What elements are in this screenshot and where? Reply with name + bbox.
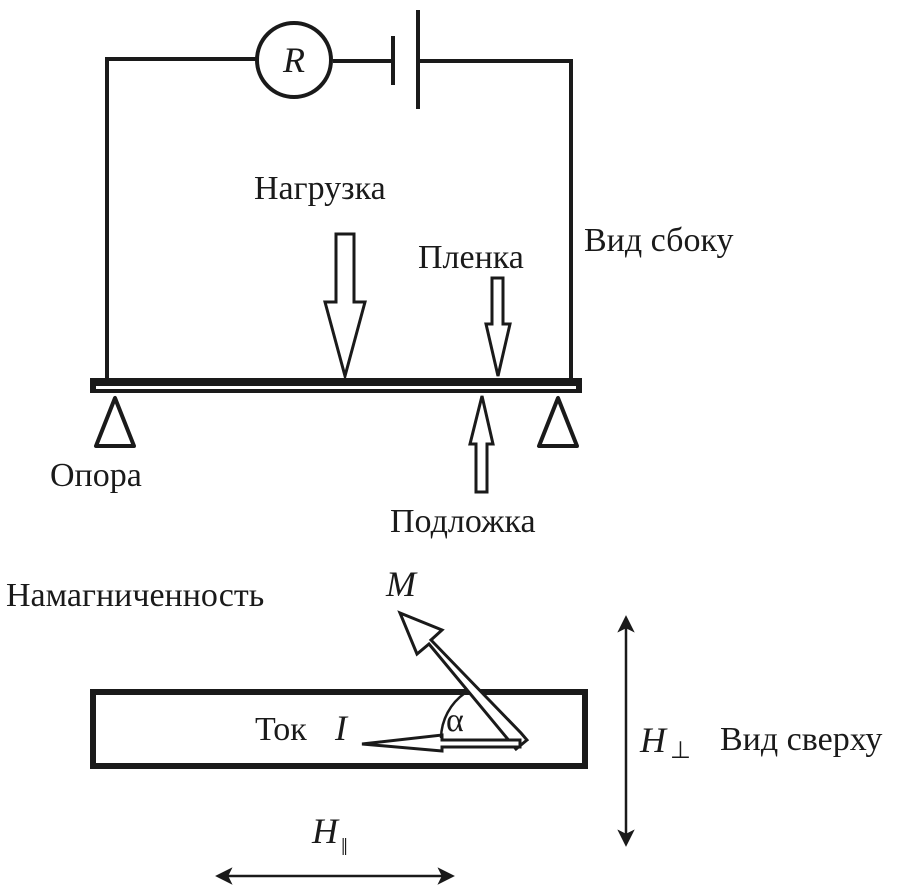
film-label: Пленка <box>418 239 524 276</box>
angle-arc <box>439 691 466 739</box>
substrate-arrow-icon <box>468 395 495 494</box>
magnetization-label: Намагниченность <box>6 577 264 614</box>
angle-symbol: α <box>446 702 464 739</box>
current-arrow-icon <box>361 733 522 753</box>
field-perp-symbol: H <box>639 720 668 760</box>
support-label: Опора <box>50 457 142 494</box>
top-view: α Намагниченность M Ток I H ⊥ Вид сверху… <box>6 564 882 885</box>
resistor-circle <box>255 21 333 99</box>
load-arrow-icon <box>323 232 367 382</box>
magnetization-symbol: M <box>385 564 418 604</box>
film-strip <box>90 689 588 769</box>
circuit: R <box>105 10 573 380</box>
field-perp-subscript: ⊥ <box>670 738 691 764</box>
field-par-subscript: ‖ <box>341 835 348 861</box>
support-triangle-right <box>537 396 579 448</box>
current-label: Ток <box>255 711 307 748</box>
substrate-layer <box>96 386 576 389</box>
circuit-wire-right <box>420 59 573 380</box>
top-view-label: Вид сверху <box>720 721 882 758</box>
film-layer <box>90 378 582 393</box>
substrate-label: Подложка <box>390 503 536 540</box>
side-view: R Нагрузка Пленка Вид сбоку Опора Подлож… <box>50 10 734 540</box>
film-arrow-icon <box>484 276 512 377</box>
magnetization-arrow-icon <box>397 610 530 752</box>
side-view-label: Вид сбоку <box>584 222 734 259</box>
load-label: Нагрузка <box>254 170 386 207</box>
resistor-symbol: R <box>282 40 305 80</box>
circuit-wire-left <box>105 57 256 380</box>
support-triangle-left <box>94 396 136 448</box>
field-par-symbol: H <box>311 811 340 851</box>
beam <box>90 378 582 393</box>
current-symbol: I <box>334 708 349 748</box>
